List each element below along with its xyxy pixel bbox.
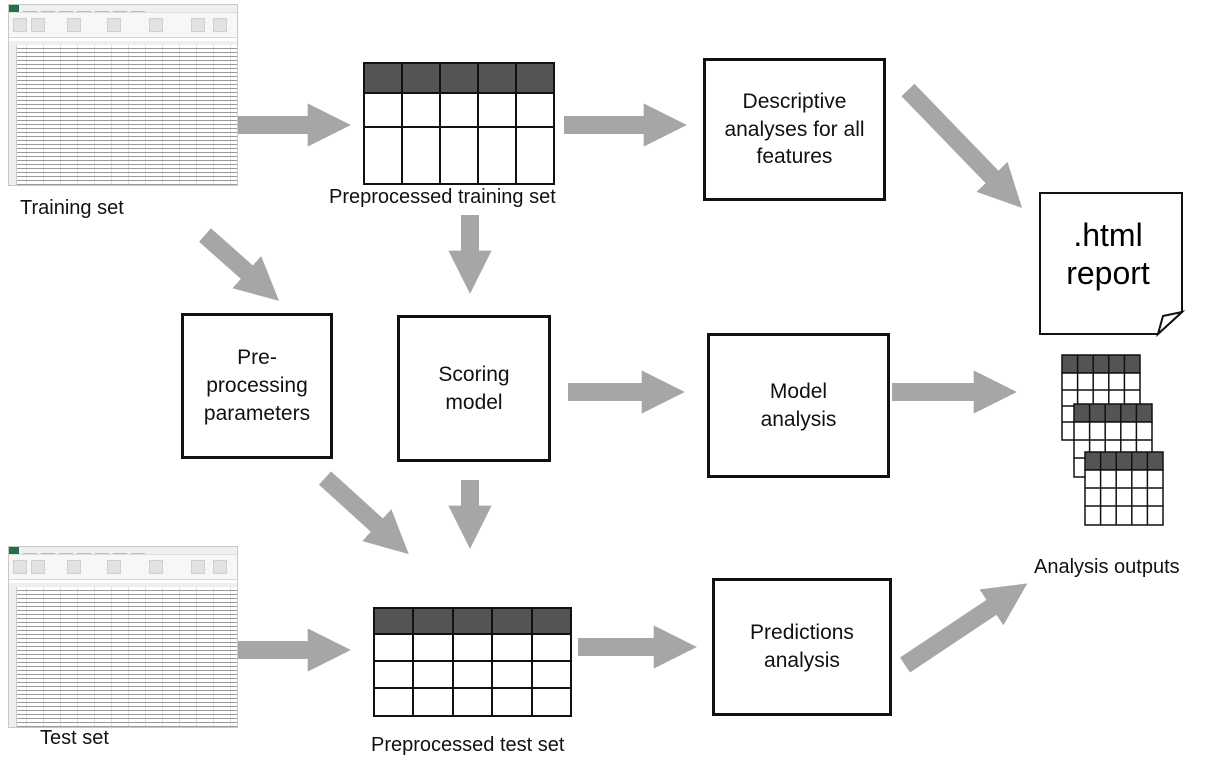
preprocessed-test-set-label: Preprocessed test set	[371, 734, 565, 756]
arrow-predictions-to-outputs	[900, 583, 1028, 673]
model-analysis-box: Model analysis	[707, 333, 890, 478]
spreadsheet-grid	[9, 587, 237, 727]
output-table-3	[1084, 451, 1164, 526]
arrow-preprocessing-to-test-table	[318, 471, 409, 555]
html-report-document: .html report	[1039, 192, 1186, 338]
preprocessed-training-set-label: Preprocessed training set	[329, 186, 556, 208]
test-set-spreadsheet	[8, 546, 238, 728]
training-set-spreadsheet	[8, 4, 238, 186]
report-text-line1: .html	[1073, 217, 1142, 253]
preprocessed-training-table	[363, 62, 555, 185]
scoring-model-box: Scoring model	[397, 315, 551, 462]
spreadsheet-ribbon	[9, 555, 237, 580]
spreadsheet-ribbon-tabs	[9, 5, 237, 13]
preprocessed-test-table	[373, 607, 572, 717]
descriptive-analyses-box: Descriptive analyses for all features	[703, 58, 886, 201]
spreadsheet-ribbon-tabs	[9, 547, 237, 555]
predictions-analysis-box: Predictions analysis	[712, 578, 892, 716]
arrow-training-to-preprocessing	[199, 228, 280, 301]
preprocessing-parameters-box: Pre- processing parameters	[181, 313, 333, 459]
spreadsheet-row-headers	[9, 587, 17, 727]
spreadsheet-grid	[9, 45, 237, 185]
spreadsheet-row-headers	[9, 45, 17, 185]
report-text-line2: report	[1066, 255, 1150, 291]
analysis-outputs-label: Analysis outputs	[1034, 556, 1180, 578]
test-set-label: Test set	[40, 727, 109, 749]
spreadsheet-ribbon	[9, 13, 237, 38]
arrow-descriptive-to-report	[901, 83, 1023, 208]
training-set-label: Training set	[20, 197, 124, 219]
analysis-output-tables	[1061, 354, 1164, 526]
